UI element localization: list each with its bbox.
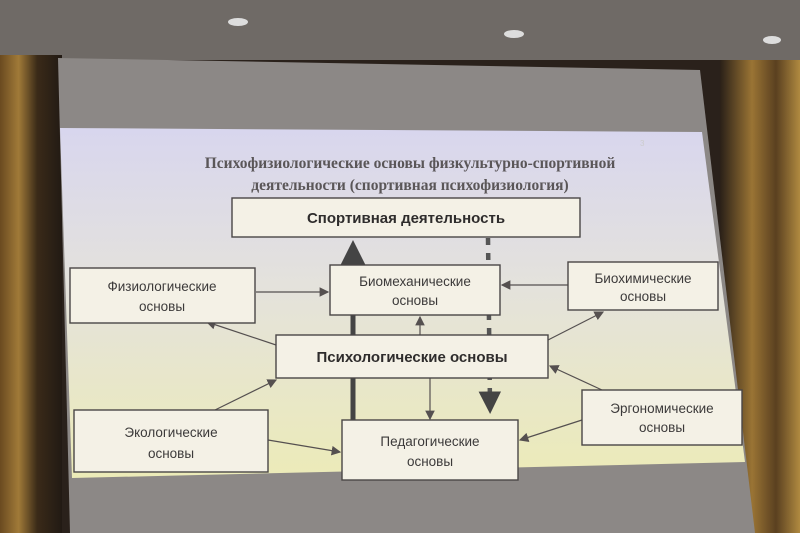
slide-title-line1: Психофизиологические основы физкультурно… [205,155,616,172]
node-physiological: Физиологические основы [69,267,256,324]
slide-title-line2: деятельности (спортивная психофизиология… [251,177,568,194]
ceiling-light [763,36,781,44]
svg-text:Эргономические: Эргономические [610,401,713,416]
ceiling-light [504,30,524,38]
node-psychological: Психологические основы [275,334,549,379]
svg-text:основы: основы [407,454,453,469]
svg-text:Психологические основы: Психологические основы [316,349,507,366]
node-ecological: Экологические основы [73,409,269,473]
arrows [205,280,605,456]
svg-text:Экологические: Экологические [124,425,217,440]
ceiling [0,0,800,60]
node-biomechanical: Биомеханические основы [329,264,501,316]
svg-text:Физиологические: Физиологические [108,279,217,294]
ceiling-light [228,18,248,26]
svg-text:основы: основы [139,299,185,314]
left-curtain [0,55,62,533]
slide-number: 3 [640,139,645,148]
svg-text:Педагогические: Педагогические [380,434,479,449]
svg-text:Биомеханические: Биомеханические [359,274,471,289]
node-ergonomic: Эргономические основы [581,389,743,446]
svg-text:Спортивная деятельность: Спортивная деятельность [307,210,505,227]
svg-text:основы: основы [148,446,194,461]
node-pedagogical: Педагогические основы [341,419,519,481]
svg-text:основы: основы [620,289,666,304]
svg-text:Биохимические: Биохимические [594,271,691,286]
svg-text:основы: основы [392,293,438,308]
node-sport-activity: Спортивная деятельность [231,197,581,238]
node-biochemical: Биохимические основы [567,261,719,311]
svg-text:основы: основы [639,420,685,435]
